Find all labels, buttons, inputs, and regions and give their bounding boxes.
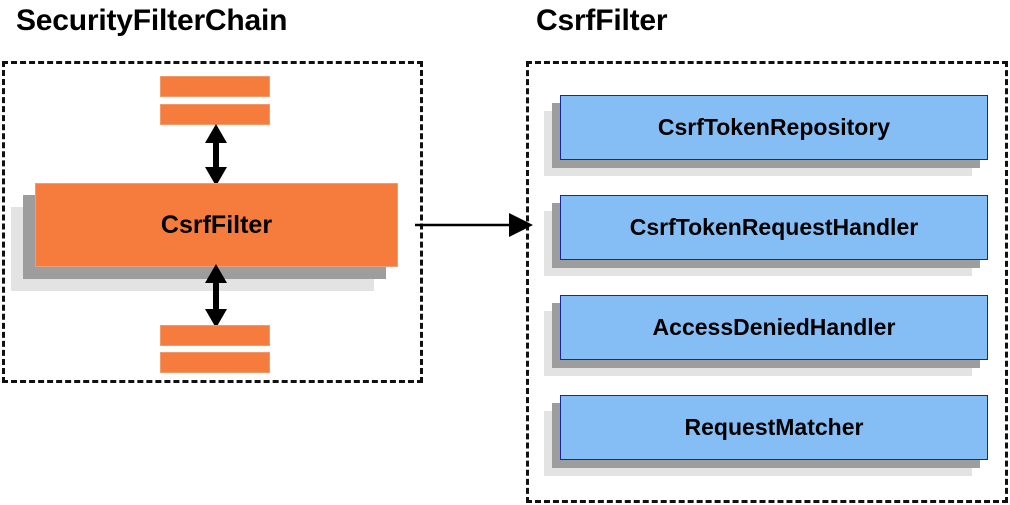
filter-bar-below-1 [160, 325, 270, 346]
node-csrf-filter-label: CsrfFilter [35, 183, 398, 267]
csrf-filter-panel [526, 61, 1008, 503]
arrow-right-connector [415, 213, 533, 237]
filter-bar-face [160, 352, 270, 373]
node-request-matcher[interactable]: RequestMatcher [544, 395, 988, 476]
node-csrf-filter[interactable]: CsrfFilter [11, 183, 398, 291]
node-label: CsrfTokenRepository [560, 95, 988, 160]
panel-title-csrf-filter: CsrfFilter [536, 4, 668, 37]
filter-bar-above-1 [160, 76, 270, 97]
node-label: AccessDeniedHandler [560, 295, 988, 360]
node-label: CsrfTokenRequestHandler [560, 195, 988, 260]
filter-bar-below-2 [160, 352, 270, 373]
filter-bar-face [160, 76, 270, 97]
arrow-up-bidirectional [205, 124, 227, 186]
node-access-denied-handler[interactable]: AccessDeniedHandler [544, 295, 988, 376]
node-csrf-token-repository[interactable]: CsrfTokenRepository [544, 95, 988, 176]
arrow-down-bidirectional [205, 264, 227, 328]
security-filter-chain-panel [2, 61, 423, 383]
node-label: RequestMatcher [560, 395, 988, 460]
filter-bar-above-2 [160, 104, 270, 125]
filter-bar-face [160, 325, 270, 346]
panel-title-security-filter-chain: SecurityFilterChain [16, 4, 288, 37]
node-csrf-token-request-handler[interactable]: CsrfTokenRequestHandler [544, 195, 988, 276]
filter-bar-face [160, 104, 270, 125]
